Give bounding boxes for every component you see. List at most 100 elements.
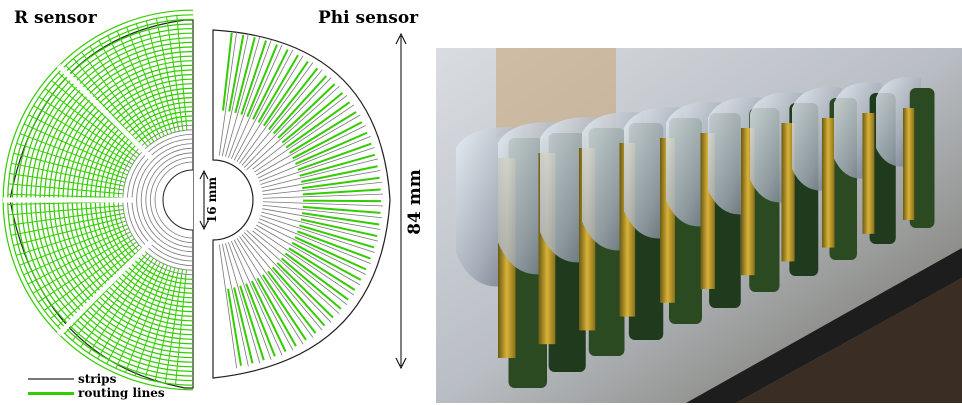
- r-routing-line: [27, 231, 131, 285]
- r-routing-line: [9, 173, 124, 191]
- phi-routing-line: [284, 252, 349, 301]
- r-routing-line: [8, 183, 124, 195]
- phi-strip: [257, 125, 366, 179]
- phi-strip: [254, 227, 355, 296]
- r-routing-line: [97, 259, 158, 359]
- r-routing-line: [32, 234, 133, 294]
- phi-routing-line: [234, 37, 256, 114]
- phi-routing-line: [227, 288, 243, 366]
- r-routing-line: [19, 224, 128, 266]
- phi-strip: [257, 221, 366, 275]
- r-sensor: [2, 9, 194, 391]
- dimension-16mm-label: 16 mm: [205, 177, 219, 224]
- phi-strip: [241, 234, 323, 331]
- r-routing-line: [8, 193, 124, 199]
- r-strip-arc: [136, 143, 194, 257]
- r-routing-line: [176, 15, 188, 131]
- phi-strip: [259, 218, 371, 265]
- r-routing-line: [44, 241, 138, 311]
- phi-routing-line: [291, 241, 362, 281]
- phi-strip: [246, 85, 340, 171]
- legend-strips-swatch: [28, 378, 74, 380]
- phi-strip: [243, 77, 332, 168]
- r-routing-line: [38, 96, 136, 162]
- phi-strip: [243, 232, 332, 323]
- legend-routing-label: routing lines: [78, 386, 165, 400]
- phi-sensor: [218, 31, 383, 369]
- r-routing-line: [51, 80, 140, 156]
- r-routing-line: [81, 51, 152, 145]
- phi-routing-line: [297, 142, 372, 171]
- phi-strip: [262, 193, 383, 199]
- r-routing-line: [126, 27, 169, 135]
- phi-strip: [262, 208, 381, 230]
- phi-strip: [236, 237, 304, 345]
- r-routing-line: [11, 162, 125, 187]
- legend-routing: routing lines: [28, 386, 165, 400]
- r-routing-line: [144, 267, 176, 379]
- phi-strip: [221, 243, 249, 367]
- r-routing-line: [57, 247, 143, 327]
- phi-routing-line: [299, 224, 375, 249]
- phi-strip: [239, 236, 314, 338]
- phi-strip: [252, 95, 348, 170]
- r-routing-line: [28, 114, 132, 169]
- phi-strip: [262, 181, 383, 196]
- hybrid-board: [909, 88, 935, 228]
- r-routing-line: [9, 209, 124, 226]
- legend-strips-label: strips: [78, 372, 117, 386]
- phi-routing-line: [272, 75, 328, 135]
- phi-routing-line: [252, 49, 289, 120]
- r-routing-line: [23, 227, 130, 276]
- phi-routing-line: [301, 212, 380, 226]
- sensor-diagram: 16 mm 84 mm: [2, 9, 425, 391]
- phi-strip: [261, 158, 379, 189]
- r-routing-line: [175, 269, 187, 385]
- phi-routing-line: [295, 131, 368, 165]
- r-routing-line: [16, 220, 127, 256]
- phi-routing-line: [222, 32, 233, 111]
- r-routing-line: [166, 16, 184, 131]
- phi-routing-line: [245, 283, 276, 357]
- phi-routing-line: [240, 40, 267, 115]
- r-sensor-title: R sensor: [14, 8, 97, 28]
- phi-routing-line: [302, 188, 381, 196]
- phi-routing-line: [280, 257, 342, 310]
- r-routing-line: [134, 266, 172, 376]
- dimension-84mm-arrowhead-top: [395, 32, 407, 45]
- phi-strip: [262, 204, 383, 219]
- legend: strips routing lines: [28, 372, 165, 400]
- phi-routing-line: [257, 54, 299, 123]
- phi-strip: [233, 49, 294, 161]
- phi-routing-line: [302, 199, 382, 203]
- r-routing-line: [106, 261, 161, 364]
- phi-strip: [225, 36, 261, 157]
- phi-sensor-outline: [212, 29, 391, 379]
- phi-routing-line: [294, 236, 367, 271]
- phi-strip: [256, 114, 361, 176]
- phi-strip: [236, 55, 304, 163]
- r-routing-line: [80, 255, 151, 348]
- phi-sensor-title: Phi sensor: [318, 8, 419, 28]
- detector-modules-photo: [436, 48, 962, 403]
- r-routing-line: [88, 257, 155, 354]
- r-routing-line: [154, 268, 180, 382]
- phi-routing-line: [261, 274, 307, 341]
- phi-strip: [262, 170, 381, 192]
- phi-strip: [261, 211, 379, 242]
- phi-strip: [230, 44, 283, 160]
- phi-routing-line: [300, 218, 378, 238]
- dimension-84mm-label: 84 mm: [405, 169, 425, 235]
- phi-strip: [218, 244, 238, 369]
- legend-strips: strips: [28, 372, 165, 386]
- r-routing-line: [145, 20, 176, 133]
- phi-routing-line: [277, 83, 336, 139]
- phi-routing-line: [246, 44, 278, 118]
- phi-routing-line: [272, 266, 326, 327]
- r-routing-line: [73, 58, 149, 147]
- phi-strip: [221, 33, 249, 157]
- r-routing-line: [20, 133, 128, 176]
- phi-routing-line: [276, 262, 334, 319]
- r-routing-line: [115, 263, 165, 369]
- phi-routing-line: [302, 205, 381, 214]
